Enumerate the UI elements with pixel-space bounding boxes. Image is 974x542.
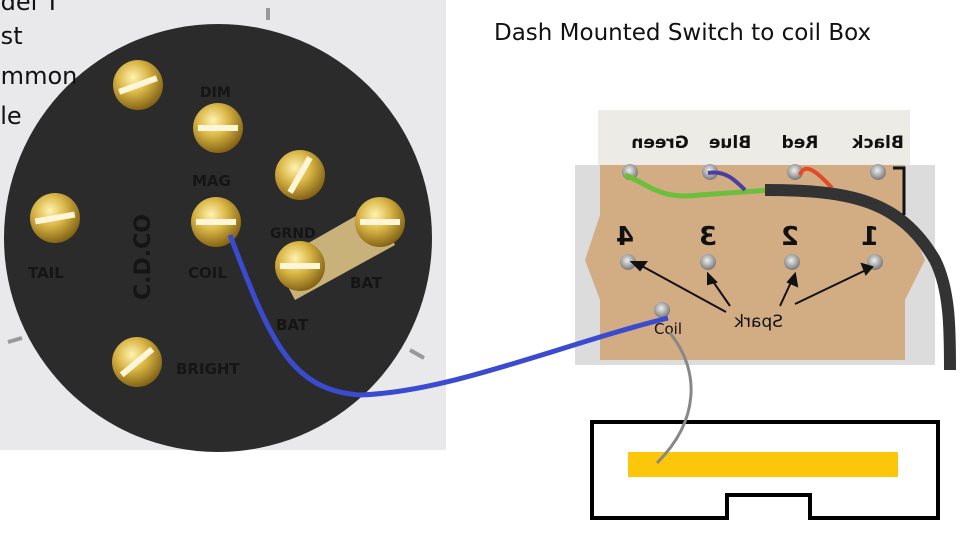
- coil-label: Coil: [654, 320, 682, 338]
- terminal-label: TAIL: [28, 264, 64, 282]
- wire-color-label: Blue: [709, 133, 751, 153]
- cylinder-number: 4: [616, 222, 634, 252]
- brass-screw: [355, 197, 405, 247]
- terminal-nut: [870, 164, 886, 180]
- coil-box-outline: [590, 420, 940, 520]
- wire-color-label: Black: [851, 133, 903, 153]
- cylinder-number: 1: [861, 222, 879, 252]
- side-text: ommon: [0, 62, 78, 90]
- terminal-label: DIM: [200, 85, 231, 101]
- side-text: ost: [0, 22, 23, 50]
- terminal-label: GRND: [270, 226, 316, 242]
- terminal-nut: [784, 254, 800, 270]
- terminal-label: BAT: [276, 316, 309, 334]
- wire-color-label: Green: [631, 133, 689, 153]
- spark-label: Spark: [734, 312, 783, 332]
- terminal-nut: [654, 302, 670, 318]
- terminal-label: MAG: [192, 172, 231, 190]
- brass-screw: [275, 241, 325, 291]
- wire-color-label: Red: [782, 133, 819, 153]
- cylinder-number: 2: [781, 222, 799, 252]
- terminal-nut: [620, 254, 636, 270]
- gray-wire: [655, 332, 693, 465]
- brass-screw: [113, 60, 163, 110]
- brass-screw: [275, 150, 325, 200]
- terminal-label: BRIGHT: [176, 360, 240, 378]
- brass-screw: [191, 197, 241, 247]
- brass-screw: [193, 103, 243, 153]
- side-text: yle: [0, 102, 22, 130]
- maker-label: C.D.CO: [131, 214, 156, 300]
- brass-screw: [112, 337, 162, 387]
- terminal-label: BAT: [350, 274, 383, 292]
- side-text: odel T: [0, 0, 60, 16]
- terminal-nut: [787, 164, 803, 180]
- diagram-title: Dash Mounted Switch to coil Box: [494, 20, 872, 46]
- cylinder-number: 3: [699, 222, 717, 252]
- coil-bar: [628, 452, 898, 477]
- ignition-switch-photo: DIM MAG GRND TAIL COIL BAT BAT BRIGHT C.…: [0, 0, 446, 452]
- coil-box-photo: Green Blue Red Black 4 3 2 1 Spark Coil: [575, 110, 956, 371]
- terminal-nut: [700, 254, 716, 270]
- terminal-label: COIL: [188, 264, 227, 282]
- brass-screw: [30, 193, 80, 243]
- blue-wire: [227, 234, 669, 398]
